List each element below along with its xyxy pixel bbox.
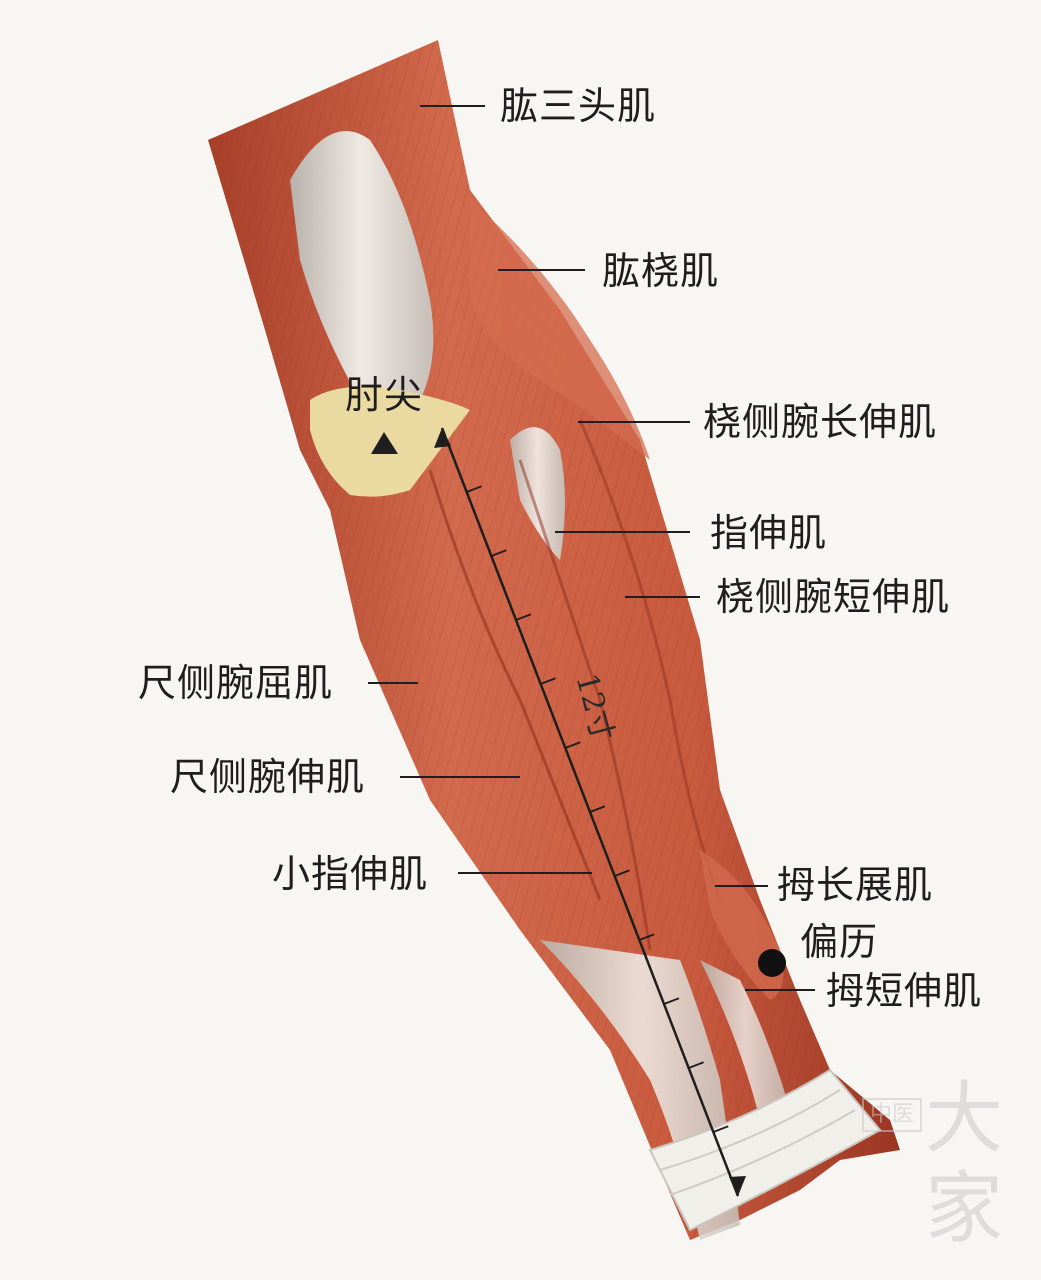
elbow-tip-marker (371, 432, 398, 454)
label-edm: 小指伸肌 (272, 852, 429, 896)
ruler-tick (515, 613, 532, 621)
label-ecrl: 桡侧腕长伸肌 (703, 400, 938, 444)
label-triceps: 肱三头肌 (500, 84, 657, 128)
ruler-tick (712, 1125, 729, 1133)
ruler-tick (564, 741, 581, 749)
ruler-tick (490, 549, 507, 557)
label-ecu: 尺侧腕伸肌 (170, 755, 366, 799)
ruler-tick (663, 997, 680, 1005)
watermark-char-1: 大 (925, 1074, 1004, 1164)
label-elbow-tip: 肘尖 (345, 373, 424, 417)
label-epb: 拇短伸肌 (826, 969, 983, 1013)
ruler-tick (614, 869, 630, 877)
brachioradialis-muscle (470, 200, 650, 460)
triceps-tendon (290, 131, 434, 400)
label-ecrb: 桡侧腕短伸肌 (716, 575, 951, 619)
label-brachioradialis: 肱桡肌 (602, 249, 720, 293)
ruler-tick (638, 933, 655, 941)
label-apl: 拇长展肌 (777, 863, 934, 907)
pianli-point-marker (758, 949, 786, 977)
label-extensor-digitorum: 指伸肌 (710, 511, 828, 555)
label-fcu: 尺侧腕屈肌 (138, 661, 334, 705)
watermark-char-2: 家 (925, 1164, 1004, 1254)
leader-lines (368, 105, 815, 991)
extensor-aponeurosis (510, 427, 565, 560)
ruler-arrow-bottom (729, 1176, 746, 1196)
ruler-ticks (466, 485, 729, 1133)
ruler-tick (540, 677, 556, 685)
ruler-tick (688, 1061, 704, 1069)
watermark-logo: 中医 (862, 1098, 923, 1132)
ruler-tick (466, 485, 482, 493)
label-pianli: 偏历 (800, 920, 879, 964)
ruler-arrow-top (434, 428, 451, 448)
ruler-tick (589, 805, 606, 813)
